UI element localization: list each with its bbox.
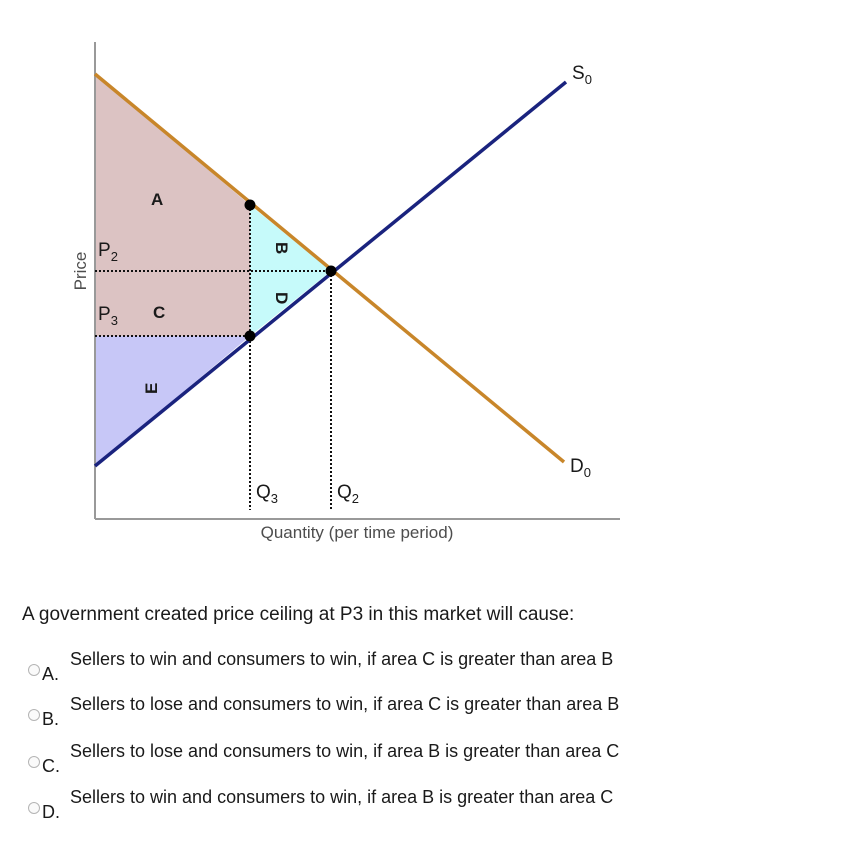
- quantity-label-q3: Q3: [256, 482, 278, 506]
- quantity-label-q2: Q2: [337, 482, 359, 506]
- radio-button[interactable]: [28, 802, 40, 814]
- demand-curve-label: D0: [570, 456, 591, 480]
- point-demand-q3: [244, 199, 256, 211]
- option-text: Sellers to win and consumers to win, if …: [70, 649, 614, 669]
- option-b[interactable]: B. Sellers to lose and consumers to win,…: [28, 694, 828, 740]
- option-text: Sellers to lose and consumers to win, if…: [70, 741, 620, 761]
- radio-button[interactable]: [28, 664, 40, 676]
- radio-button[interactable]: [28, 709, 40, 721]
- option-c[interactable]: C. Sellers to lose and consumers to win,…: [28, 741, 828, 787]
- area-label-d: D: [272, 292, 291, 304]
- option-text: Sellers to lose and consumers to win, if…: [70, 694, 620, 714]
- area-label-b: B: [272, 242, 291, 254]
- option-d[interactable]: D. Sellers to win and consumers to win, …: [28, 787, 828, 833]
- option-text: Sellers to win and consumers to win, if …: [70, 787, 614, 807]
- radio-button[interactable]: [28, 756, 40, 768]
- point-supply-q3: [244, 330, 256, 342]
- price-label-p2: P2: [98, 240, 118, 264]
- option-a[interactable]: A. Sellers to win and consumers to win, …: [28, 649, 828, 695]
- area-label-a: A: [151, 190, 163, 209]
- y-axis-title: Price: [71, 252, 90, 291]
- option-letter: B.: [42, 709, 60, 729]
- option-letter: C.: [42, 756, 60, 776]
- price-label-p3: P3: [98, 304, 118, 328]
- area-consumer-surplus: [95, 74, 250, 336]
- area-label-c: C: [153, 303, 165, 322]
- area-label-e: E: [142, 383, 161, 394]
- question-text: A government created price ceiling at P3…: [22, 604, 575, 625]
- supply-curve-label: S0: [572, 63, 592, 87]
- x-axis-title: Quantity (per time period): [261, 523, 454, 542]
- option-letter: D.: [42, 802, 60, 822]
- supply-demand-diagram: A C E B D P2 P3 Q3 Q2 S0 D0 Price Quanti…: [71, 42, 620, 542]
- point-equilibrium: [325, 265, 337, 277]
- area-deadweight: [250, 205, 331, 336]
- option-letter: A.: [42, 664, 60, 684]
